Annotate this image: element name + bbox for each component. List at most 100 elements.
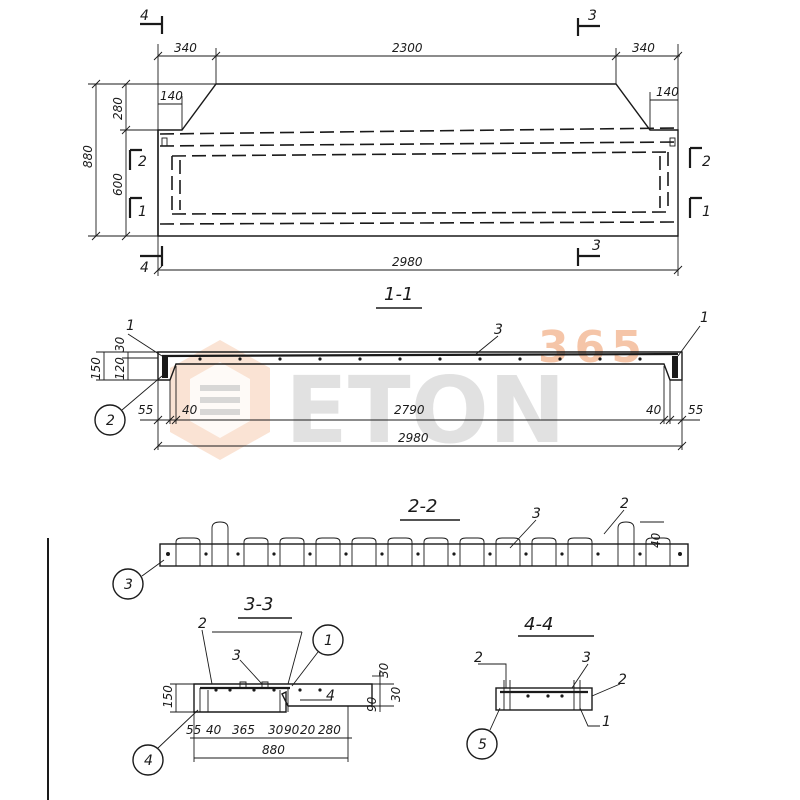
section-2-2-leader — [509, 519, 537, 549]
section-3-3-callout-loop-left: 2 — [198, 616, 207, 632]
section-2-2-callout-loop: 2 — [620, 496, 629, 512]
section-3-3-title: 3-3 — [244, 594, 273, 615]
section-4-4-leader — [571, 663, 589, 689]
section-3-3-dim-seg-4: 30 — [268, 723, 284, 737]
cut-marker-1-left: 1 — [128, 196, 147, 220]
section-3-3-stirrups — [199, 688, 289, 712]
plan-dim-ticks — [153, 51, 683, 61]
plan-dim-ticks — [91, 79, 131, 241]
plan-dim-total-width: 880 — [81, 145, 95, 168]
section-3-3-dim-height: 150 — [161, 685, 175, 708]
section-1-1-dim-inset-right: 40 — [646, 403, 662, 417]
svg-text:1: 1 — [138, 204, 147, 220]
section-4-4-callout-top-bar: 3 — [582, 650, 591, 666]
plan-dim-upper-part: 280 — [111, 97, 125, 120]
section-1-1: 1-1 150 30 120 55 40 2790 40 — [89, 284, 709, 451]
section-1-1-callout-top-bar: 3 — [494, 322, 503, 338]
section-2-2-title: 2-2 — [408, 496, 437, 517]
section-1-1-dim-end-right: 55 — [688, 403, 703, 417]
section-1-1-callout-left-part: 1 — [126, 318, 135, 334]
section-3-3-dim-seg-7: 280 — [318, 723, 341, 737]
svg-text:2: 2 — [138, 154, 147, 170]
section-4-4-circle-mark — [466, 728, 498, 760]
section-1-1-dim-height-main: 120 — [113, 357, 127, 380]
section-1-1-circle-mark-label: 2 — [106, 413, 115, 429]
section-4-4-leader — [489, 707, 501, 731]
section-4-4-callout-bottom-bar: 1 — [602, 714, 611, 730]
section-3-3-dim-seg-5: 90 — [284, 723, 300, 737]
section-3-3-dim-seg-6: 20 — [300, 723, 316, 737]
section-4-4-rebar-dots — [526, 694, 564, 698]
watermark-brand: ETON — [285, 357, 566, 464]
plan-dim-corner-left: 140 — [160, 89, 183, 103]
svg-text:4: 4 — [140, 8, 149, 24]
section-1-1-leader — [677, 325, 701, 357]
section-3-3-leader — [201, 629, 213, 685]
plan-rebar-line — [171, 151, 669, 157]
section-3-3-rebar-dots — [214, 688, 322, 692]
cut-marker-4-top: 4 — [140, 8, 164, 34]
section-4-4-callout-left-loop: 2 — [474, 650, 483, 666]
svg-text:2: 2 — [702, 154, 711, 170]
section-4-4-leader — [591, 683, 621, 697]
section-1-1-outline — [157, 351, 683, 381]
section-2-2-dim-loop-height: 40 — [649, 532, 663, 548]
cut-marker-2-right: 2 — [688, 146, 711, 170]
plan-dim-middle-length: 2300 — [392, 41, 423, 55]
svg-text:1: 1 — [702, 204, 711, 220]
watermark-logo-icon — [170, 340, 270, 460]
section-1-1-dim-inset-left: 40 — [182, 403, 198, 417]
section-1-1-top-bar — [161, 352, 679, 358]
cut-marker-4-bottom: 4 — [140, 246, 164, 276]
plan-view: 340 2300 340 140 140 880 280 600 2980 4 — [81, 8, 711, 276]
cut-marker-2-left: 2 — [128, 148, 147, 170]
section-2-2: 2-2 3 2 — [112, 496, 689, 600]
section-3-3-circle-top — [312, 624, 344, 656]
section-3-3-dim-top-small: 30 — [377, 662, 391, 678]
section-3-3-circle-top-label: 1 — [324, 633, 333, 649]
cut-marker-3-bottom: 3 — [576, 238, 601, 266]
section-3-3-callout-bar-mid: 3 — [232, 648, 241, 664]
svg-text:3: 3 — [592, 238, 601, 254]
section-1-1-rebar-dots — [198, 357, 642, 361]
section-3-3-circle-bottom-label: 4 — [144, 753, 153, 769]
section-3-3-dim-side-b: 30 — [389, 686, 403, 702]
section-3-3-callout-bar-side: 4 — [326, 688, 335, 704]
section-1-1-dim-end-left: 55 — [138, 403, 153, 417]
section-2-2-callout-top-bar: 3 — [532, 506, 541, 522]
section-3-3-dim-seg-2: 40 — [206, 723, 222, 737]
section-1-1-callout-right-part: 1 — [700, 310, 709, 326]
plan-dim-lower-part: 600 — [111, 173, 125, 196]
section-1-1-left-end-bar — [162, 356, 168, 378]
section-3-3: 3-3 2 3 1 4 4 150 30 90 — [132, 594, 403, 776]
section-3-3-outline — [193, 683, 373, 713]
plan-rebar-line — [159, 127, 677, 135]
section-1-1-dim-total: 2980 — [398, 431, 429, 445]
section-2-2-circle-mark-label: 3 — [124, 577, 133, 593]
section-1-1-dim-ticks — [153, 441, 687, 451]
plan-rebar-line — [171, 211, 669, 215]
section-1-1-dim-height-total: 150 — [89, 357, 103, 380]
svg-text:4: 4 — [140, 260, 149, 276]
section-1-1-leader — [127, 333, 163, 357]
section-4-4-title: 4-4 — [524, 614, 553, 635]
cut-marker-1-right: 1 — [688, 196, 711, 220]
section-4-4-outline — [495, 687, 593, 711]
section-1-1-leader — [475, 335, 499, 355]
section-1-1-title: 1-1 — [384, 284, 413, 305]
section-2-2-leader — [603, 509, 625, 535]
plan-embed-right — [669, 137, 676, 147]
section-1-1-circle-mark — [94, 404, 126, 436]
section-4-4-leader — [579, 707, 600, 727]
plan-dim-ticks — [153, 265, 683, 275]
section-3-3-leader — [287, 631, 303, 685]
section-3-3-dim-total: 880 — [262, 743, 285, 757]
plan-dim-right-overhang: 340 — [632, 41, 655, 55]
plan-rebar-line — [159, 221, 677, 225]
section-1-1-dim-span: 2790 — [394, 403, 425, 417]
section-2-2-rebar-dots — [166, 552, 682, 556]
section-4-4-callout-right-loop: 2 — [618, 672, 627, 688]
section-2-2-stirrups — [175, 521, 671, 566]
section-1-1-leader — [121, 375, 163, 411]
